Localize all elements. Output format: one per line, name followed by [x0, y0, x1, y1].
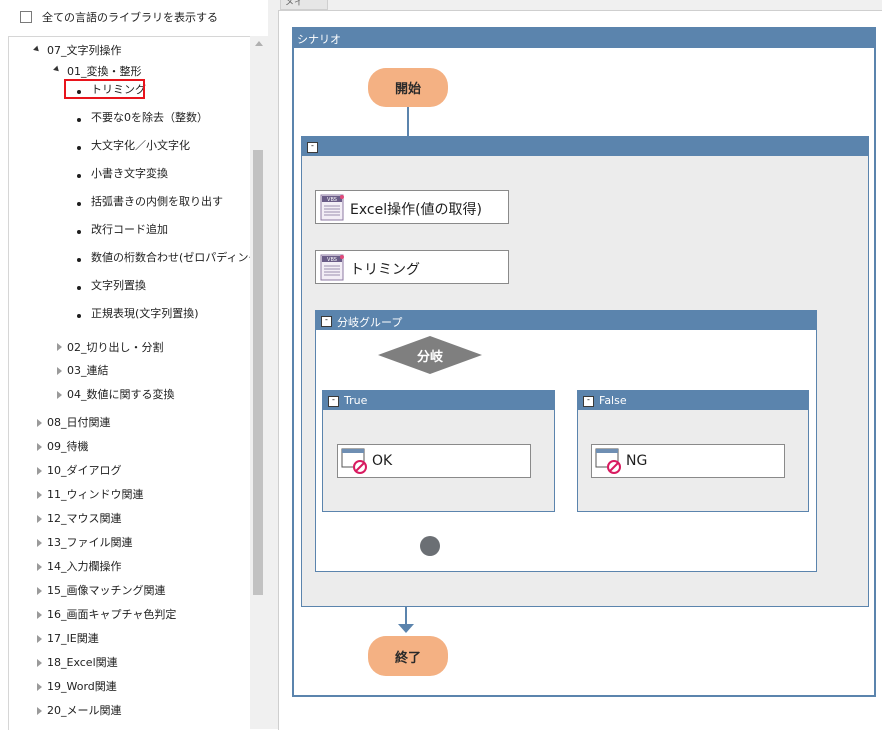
collapsed-arrow-icon[interactable] [57, 343, 62, 351]
collapsed-arrow-icon[interactable] [37, 467, 42, 475]
collapsed-arrow-icon[interactable] [37, 563, 42, 571]
library-panel [0, 0, 268, 729]
tab-main[interactable]: メイ [280, 0, 328, 10]
collapsed-arrow-icon[interactable] [37, 515, 42, 523]
scenario-title: シナリオ [297, 33, 341, 46]
arrow-down-icon [398, 624, 414, 633]
sequence-group-header [302, 137, 868, 156]
tree-item[interactable]: 括弧書きの内側を取り出す [91, 195, 223, 208]
true-branch-title: True [344, 394, 368, 407]
bullet-icon [77, 146, 81, 150]
bullet-icon [77, 118, 81, 122]
false-branch-title: False [599, 394, 627, 407]
tree-item[interactable]: 数値の桁数合わせ(ゼロパディング [91, 251, 251, 264]
tree-category[interactable]: 20_メール関連 [47, 704, 122, 717]
tree-item[interactable]: 大文字化／小文字化 [91, 139, 190, 152]
action-label: Excel操作(値の取得) [350, 202, 483, 218]
collapse-button[interactable]: - [583, 396, 594, 407]
collapsed-arrow-icon[interactable] [57, 391, 62, 399]
bullet-icon [77, 314, 81, 318]
scroll-up-arrow-icon[interactable] [255, 41, 263, 46]
tree-category[interactable]: 10_ダイアログ [47, 464, 122, 477]
disabled-window-icon [595, 448, 621, 474]
tree-category[interactable]: 16_画面キャプチャ色判定 [47, 608, 177, 621]
collapsed-arrow-icon[interactable] [37, 491, 42, 499]
action-ok-dialog[interactable]: OK [337, 444, 531, 478]
branch-group-title: 分岐グループ [337, 316, 403, 329]
tab-main-label: メイ [285, 0, 304, 8]
collapse-button[interactable]: - [307, 142, 318, 153]
bullet-icon [77, 174, 81, 178]
tree-subcategory-01[interactable]: 01_変換・整形 [67, 65, 142, 78]
merge-point[interactable] [420, 536, 440, 556]
collapsed-arrow-icon[interactable] [37, 539, 42, 547]
collapsed-arrow-icon[interactable] [37, 635, 42, 643]
action-label: OK [372, 453, 393, 469]
bullet-icon [77, 90, 81, 94]
bullet-icon [77, 202, 81, 206]
tree-category[interactable]: 14_入力欄操作 [47, 560, 122, 573]
tree-category[interactable]: 17_IE関連 [47, 632, 99, 645]
collapsed-arrow-icon[interactable] [37, 587, 42, 595]
collapsed-arrow-icon[interactable] [37, 611, 42, 619]
tree-category[interactable]: 12_マウス関連 [47, 512, 122, 525]
tree-category[interactable]: 19_Word関連 [47, 680, 117, 693]
branch-group-header [316, 311, 816, 330]
show-all-languages-label: 全ての言語のライブラリを表示する [42, 11, 218, 24]
false-branch[interactable]: - False [577, 390, 809, 512]
tree-item-trimming[interactable]: トリミング [91, 83, 146, 96]
selection-highlight [64, 79, 145, 99]
bullet-icon [77, 230, 81, 234]
tree-subcategory[interactable]: 02_切り出し・分割 [67, 341, 164, 354]
collapsed-arrow-icon[interactable] [37, 443, 42, 451]
tree-item[interactable]: 改行コード追加 [91, 223, 168, 236]
end-label: 終了 [394, 650, 421, 666]
svg-text:VBS: VBS [327, 197, 337, 203]
tree-item[interactable]: 不要な0を除去（整数） [91, 111, 208, 124]
tree-item[interactable]: 小書き文字変換 [91, 167, 168, 180]
tree-category[interactable]: 18_Excel関連 [47, 656, 118, 669]
vbs-script-icon: VBS [320, 254, 344, 281]
action-label: NG [626, 453, 648, 469]
svg-text:VBS: VBS [327, 257, 337, 263]
show-all-languages-checkbox[interactable] [20, 11, 32, 23]
tree-category[interactable]: 11_ウィンドウ関連 [47, 488, 144, 501]
disabled-window-icon [341, 448, 367, 474]
tree-subcategory[interactable]: 04_数値に関する変換 [67, 388, 175, 401]
true-branch-header [323, 391, 554, 410]
tree-category-07[interactable]: 07_文字列操作 [47, 44, 122, 57]
end-node[interactable]: 終了 [368, 636, 448, 676]
tree-item[interactable]: 文字列置換 [91, 279, 146, 292]
false-branch-header [578, 391, 808, 410]
collapsed-arrow-icon[interactable] [37, 707, 42, 715]
action-trimming[interactable]: VBS トリミング [315, 250, 509, 284]
start-node[interactable]: 開始 [368, 68, 448, 107]
action-ng-dialog[interactable]: NG [591, 444, 785, 478]
scenario-header [294, 29, 874, 48]
collapsed-arrow-icon[interactable] [37, 683, 42, 691]
bullet-icon [77, 258, 81, 262]
tree-item[interactable]: 正規表現(文字列置換) [91, 307, 199, 320]
bullet-icon [77, 286, 81, 290]
tree-category[interactable]: 08_日付関連 [47, 416, 111, 429]
collapsed-arrow-icon[interactable] [37, 659, 42, 667]
branch-label: 分岐 [416, 350, 443, 365]
tree-category[interactable]: 15_画像マッチング関連 [47, 584, 166, 597]
tree-category[interactable]: 13_ファイル関連 [47, 536, 133, 549]
start-label: 開始 [394, 82, 421, 97]
vbs-script-icon: VBS [320, 194, 344, 221]
collapse-button[interactable]: - [328, 396, 339, 407]
collapse-button[interactable]: - [321, 316, 332, 327]
action-excel-get-value[interactable]: VBS Excel操作(値の取得) [315, 190, 509, 224]
collapsed-arrow-icon[interactable] [57, 367, 62, 375]
collapsed-arrow-icon[interactable] [37, 419, 42, 427]
tree-category[interactable]: 09_待機 [47, 440, 89, 453]
scrollbar-thumb[interactable] [253, 150, 263, 595]
library-tree: 07_文字列操作 01_変換・整形 トリミング 不要な0を除去（整数） 大文字化… [8, 36, 251, 730]
tree-subcategory[interactable]: 03_連結 [67, 364, 109, 377]
action-label: トリミング [350, 262, 420, 278]
